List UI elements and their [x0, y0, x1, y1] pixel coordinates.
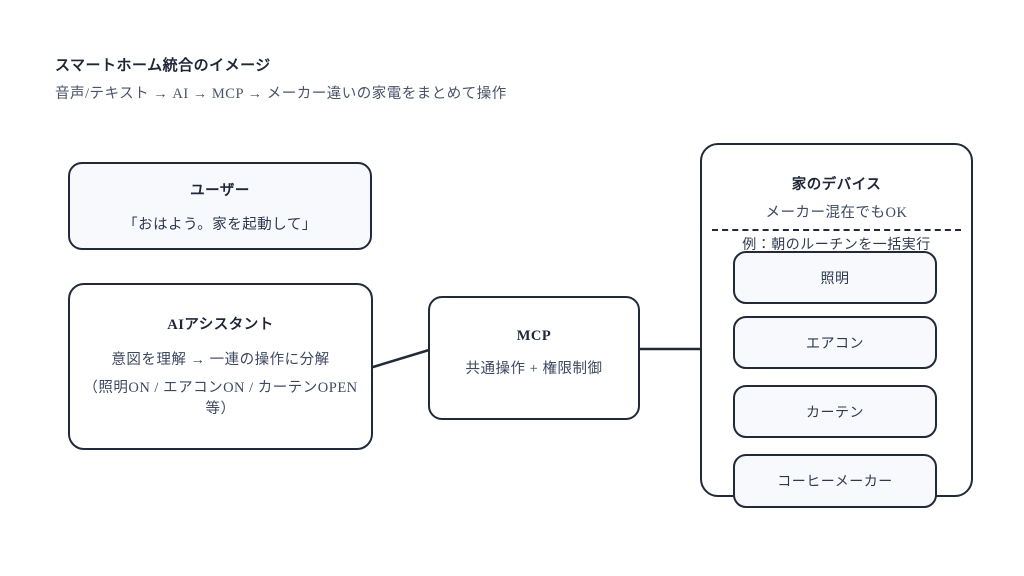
mcp-box-title: MCP: [516, 328, 552, 344]
device-box-curtain: カーテン: [733, 385, 937, 438]
connector-ai-to-mcp: [371, 348, 431, 369]
user-box: ユーザー 「おはよう。家を起動して」: [68, 162, 372, 250]
ai-box-line2: （照明ON / エアコンON / カーテンOPEN 等）: [83, 380, 358, 417]
ai-box-title: AIアシスタント: [167, 317, 274, 333]
page-title: スマートホーム統合のイメージ: [55, 58, 271, 74]
mcp-box: MCP 共通操作 + 権限制御: [428, 296, 640, 420]
mcp-box-line1: 共通操作 + 権限制御: [465, 361, 603, 377]
user-box-title: ユーザー: [190, 182, 250, 199]
device-box-coffee-maker: コーヒーメーカー: [733, 454, 937, 508]
dashed-separator: [712, 229, 961, 231]
page-subtitle: 音声/テキスト → AI → MCP → メーカー違いの家電をまとめて操作: [55, 86, 507, 102]
device-box-lighting: 照明: [733, 251, 937, 304]
devices-panel-title: 家のデバイス: [791, 177, 882, 193]
user-box-quote: 「おはよう。家を起動して」: [123, 216, 317, 233]
ai-assistant-box: AIアシスタント 意図を理解 → 一連の操作に分解 （照明ON / エアコンON…: [68, 283, 373, 450]
devices-panel: 家のデバイス メーカー混在でもOK 例：朝のルーチンを一括実行 照明 エアコン …: [700, 143, 973, 508]
device-box-aircon: エアコン: [733, 316, 937, 369]
devices-panel-example: 例：朝のルーチンを一括実行: [742, 238, 931, 253]
devices-panel-subtitle: メーカー混在でもOK: [765, 205, 908, 221]
ai-box-line1: 意図を理解 → 一連の操作に分解: [111, 352, 330, 368]
